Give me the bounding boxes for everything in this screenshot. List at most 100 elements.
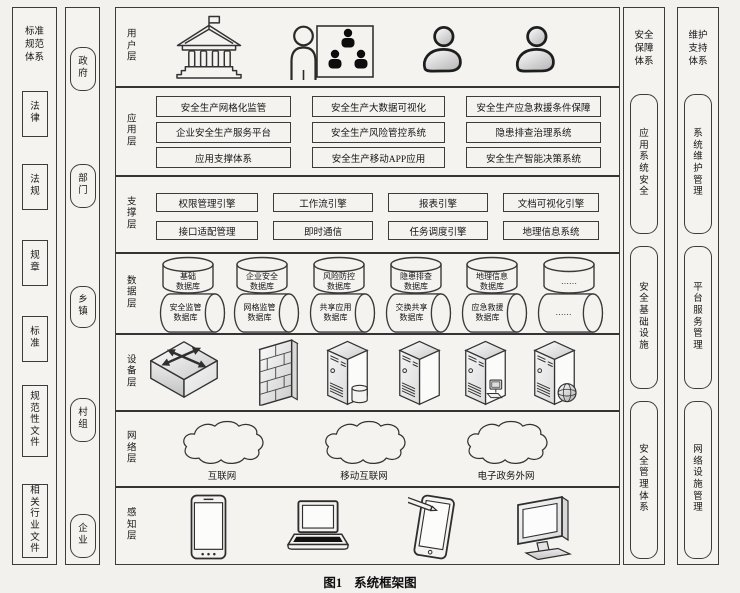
database-label: …… [561,276,577,286]
database-label: 企业安全 数据库 [246,271,278,291]
level-item-village: 村组 [70,398,96,442]
switch-icon [148,339,220,400]
standards-item-label: 标准 [30,327,40,349]
publicity-training-icon [286,23,376,81]
support-box: 报表引擎 [388,193,488,212]
database-cylinder: 隐患排查 数据库 [389,256,443,294]
support-box: 文档可视化引擎 [503,193,599,212]
database-cylinder: 基础 数据库 [161,256,215,294]
database-label: 共享应用 数据库 [319,303,352,322]
database-label: 交换共享 数据库 [395,303,428,322]
application-box: 应用支撑体系 [156,147,291,168]
cloud-label: 移动互联网 [340,472,388,482]
security-item-label: 应用系统安全 [639,129,649,198]
figure-number: 图1 [323,576,343,590]
security-item-label: 安全基础设施 [639,282,649,351]
support-box: 工作流引擎 [273,193,373,212]
database-cylinder: 共享应用 数据库 [307,292,377,334]
web-server-icon [526,337,583,407]
support-boxes: 权限管理引擎 工作流引擎 报表引擎 文档可视化引擎 接口适配管理 即时通信 任务… [156,193,599,240]
framework-box: 用户层 应用层 安全生产网格化监管 安全生产大数据可视化 安全生产应急救援条件保… [115,7,620,565]
support-box: 权限管理引擎 [156,193,258,212]
monitor-icon [514,494,576,560]
level-item-township: 乡镇 [70,286,96,328]
database-cylinder: 地理信息 数据库 [465,256,519,294]
database-cylinder: 应急救援 数据库 [459,292,529,334]
database-cylinder: 安全监管 数据库 [157,292,227,334]
tablet-icon [408,492,460,562]
standards-item-label: 法规 [30,175,40,197]
layer-user-label: 用户层 [127,29,137,63]
level-item-label: 村组 [78,408,88,430]
levels-column: 政府 部门 乡镇 村组 企业 [65,7,100,565]
application-box: 安全生产大数据可视化 [312,96,445,117]
maintenance-column: 维护支持体系 系统维护管理 平台服务管理 网络设施管理 [677,7,719,565]
application-boxes: 安全生产网格化监管 安全生产大数据可视化 安全生产应急救援条件保障 企业安全生产… [156,96,601,168]
application-box: 安全生产风险管控系统 [312,121,445,143]
application-box: 安全生产网格化监管 [156,96,291,117]
layer-perception-label: 感知层 [127,508,137,542]
application-box: 企业安全生产服务平台 [156,121,291,143]
layer-support-label: 支撑层 [127,197,137,231]
standards-item-label: 规章 [30,251,40,273]
database-cylinder: …… [542,256,596,294]
level-item-enterprise: 企业 [70,514,96,558]
standards-item-regulation: 法规 [22,164,48,210]
database-label: 地理信息 数据库 [476,271,508,291]
maintenance-item-label: 网络设施管理 [693,445,703,514]
standards-item-normative-docs: 规范性文件 [22,385,48,457]
layer-application-label: 应用层 [127,114,137,148]
layer-device: 设备层 [116,335,619,412]
standards-item-rule: 规章 [22,240,48,286]
security-item-app-system: 应用系统安全 [630,94,658,234]
database-label: 基础 数据库 [176,271,200,291]
database-server-icon [319,337,376,407]
security-item-label: 安全管理体系 [639,445,649,514]
government-building-icon [172,13,246,80]
user-icon [419,24,465,74]
level-item-government: 政府 [70,47,96,91]
cloud-label: 互联网 [207,472,237,482]
standards-item-standard: 标准 [22,316,48,362]
application-box: 隐患排查治理系统 [466,121,601,143]
cloud-icon [316,419,412,467]
server-icon [391,337,448,407]
database-cylinder: 网格监管 数据库 [231,292,301,334]
maintenance-column-title: 维护支持体系 [688,31,708,67]
layer-device-label: 设备层 [127,355,137,389]
database-cylinder: …… [535,292,605,334]
layer-network-label: 网络层 [127,431,137,465]
level-item-label: 企业 [78,524,88,546]
security-column: 安全保障体系 应用系统安全 安全基础设施 安全管理体系 [623,7,665,565]
database-cylinder: 交换共享 数据库 [383,292,453,334]
standards-item-label: 规范性文件 [30,392,40,449]
level-item-department: 部门 [70,164,96,208]
support-box: 接口适配管理 [156,221,258,240]
layer-data-label: 数据层 [127,276,137,310]
application-server-icon [457,337,514,407]
maintenance-item-label: 系统维护管理 [693,129,703,198]
figure-caption: 图1 系统框架图 [0,572,740,591]
standards-column-title: 标准规范体系 [24,27,44,63]
standards-item-industry-docs: 相关行业文件 [22,484,48,558]
support-box: 任务调度引擎 [388,221,488,240]
cloud-label: 电子政务外网 [477,472,535,482]
database-label: …… [555,308,572,318]
layer-perception: 感知层 [116,488,619,564]
cloud-icon [174,419,270,467]
application-box: 安全生产智能决策系统 [466,147,601,168]
security-item-management: 安全管理体系 [630,401,658,559]
support-box: 即时通信 [273,221,373,240]
smartphone-icon [190,494,227,560]
figure-title: 系统框架图 [354,576,417,590]
maintenance-item-system: 系统维护管理 [684,94,712,234]
level-item-label: 政府 [78,57,88,79]
layer-application: 应用层 安全生产网格化监管 安全生产大数据可视化 安全生产应急救援条件保障 企业… [116,88,619,177]
firewall-icon [256,336,301,406]
database-label: 网格监管 数据库 [243,303,276,322]
database-label: 安全监管 数据库 [169,303,202,322]
maintenance-item-network: 网络设施管理 [684,401,712,559]
level-item-label: 部门 [78,174,88,196]
security-column-title: 安全保障体系 [634,31,654,67]
